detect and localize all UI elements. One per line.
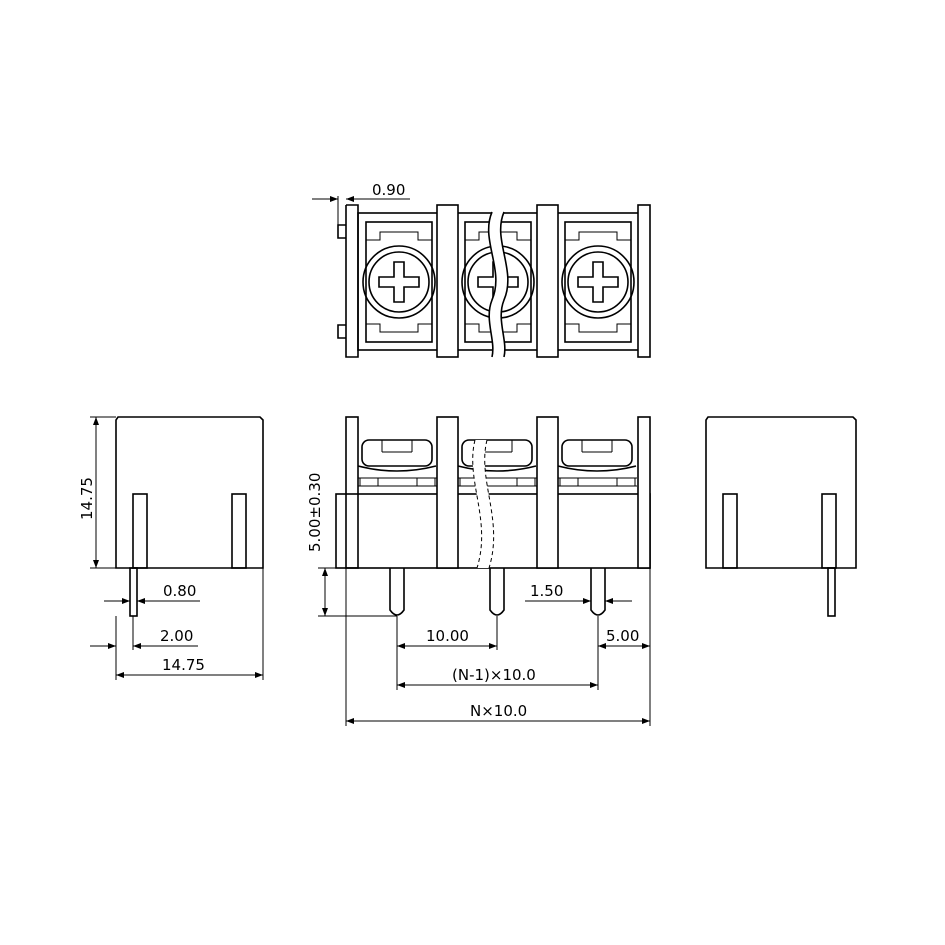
front-view: 5.00±0.30 1.50 10.00 5.00 (N-1)×10.0 N× (306, 416, 651, 726)
front-screw-1 (357, 439, 437, 487)
dim-top-offset: 0.90 (372, 181, 405, 199)
dim-height: 14.75 (78, 477, 96, 520)
dim-pitch: 10.00 (426, 627, 469, 645)
dim-total: N×10.0 (470, 702, 527, 720)
dim-pin-offset: 2.00 (160, 627, 193, 645)
dim-pin-dia: 1.50 (530, 582, 563, 600)
right-side-view (705, 416, 857, 617)
front-screw-3 (557, 439, 637, 487)
top-terminal-3 (561, 221, 635, 343)
front-screw-2 (457, 439, 537, 487)
left-side-view: 14.75 0.80 2.00 14.75 (78, 416, 264, 680)
dim-span: (N-1)×10.0 (452, 666, 536, 684)
dim-pin-width: 0.80 (163, 582, 196, 600)
top-view: 0.90 (312, 181, 651, 358)
dim-width: 14.75 (162, 656, 205, 674)
top-terminal-1 (362, 221, 436, 343)
dim-pin-length: 5.00±0.30 (306, 473, 324, 552)
dim-edge: 5.00 (606, 627, 639, 645)
